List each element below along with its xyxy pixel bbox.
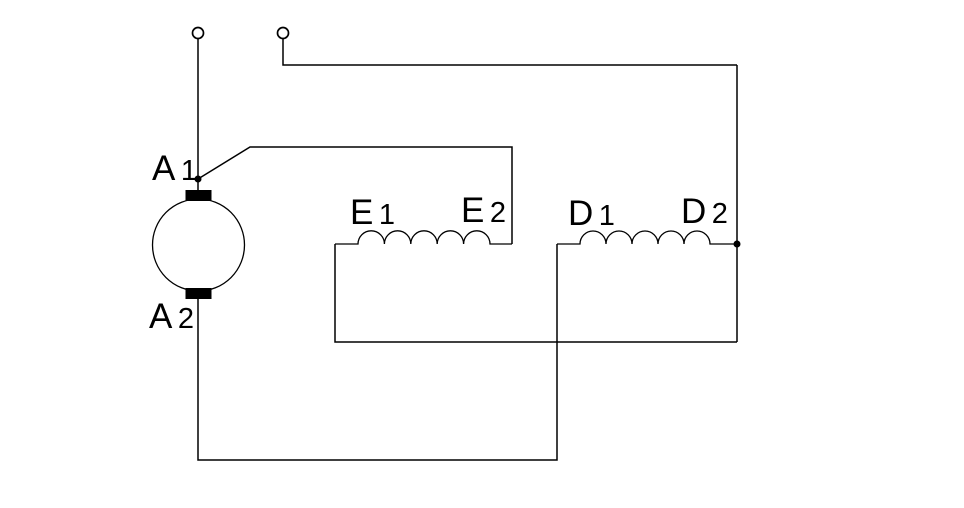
label-d1-digit: 1 bbox=[599, 200, 615, 232]
winding-e-coil bbox=[335, 230, 512, 245]
wires bbox=[197, 38, 738, 461]
brush-top bbox=[185, 190, 212, 201]
junction-dots bbox=[194, 175, 741, 248]
junction-dot-a1 bbox=[194, 175, 202, 183]
label-a2-letter: A bbox=[149, 297, 173, 336]
label-a1: A 1 bbox=[152, 149, 197, 188]
label-e1-digit: 1 bbox=[379, 199, 395, 231]
label-a1-letter: A bbox=[152, 149, 176, 188]
label-a2: A 2 bbox=[149, 297, 194, 336]
label-d2: D 2 bbox=[681, 192, 728, 231]
wire-a1-to-e2 bbox=[197, 146, 513, 244]
label-d2-digit: 2 bbox=[712, 198, 728, 230]
terminal-right-circle bbox=[276, 26, 290, 40]
wire-d1-bottom-loop-to-a2 bbox=[197, 244, 558, 461]
coil-d bbox=[557, 230, 737, 245]
brush-bottom bbox=[185, 288, 212, 299]
label-e1-letter: E bbox=[350, 193, 373, 232]
label-d2-letter: D bbox=[681, 192, 706, 231]
label-a1-digit: 1 bbox=[181, 155, 197, 187]
wire-terminal-right-to-d2 bbox=[282, 38, 737, 66]
terminal-left-circle bbox=[191, 26, 205, 40]
supply-terminals bbox=[191, 26, 290, 40]
label-e2: E 2 bbox=[461, 191, 506, 230]
armature-symbol bbox=[151, 190, 246, 299]
coil-e bbox=[335, 230, 512, 245]
label-e1: E 1 bbox=[350, 193, 395, 232]
terminal-labels: A 1 A 2 E 1 E 2 D 1 D 2 bbox=[149, 149, 728, 336]
wire-e1-return bbox=[334, 244, 737, 343]
junction-dot-d2 bbox=[733, 240, 741, 248]
armature-circle bbox=[151, 198, 246, 292]
label-a2-digit: 2 bbox=[178, 303, 194, 335]
winding-d-coil bbox=[557, 230, 737, 245]
label-e2-digit: 2 bbox=[490, 197, 506, 229]
label-e2-letter: E bbox=[461, 191, 484, 230]
label-d1-letter: D bbox=[568, 194, 593, 233]
label-d1: D 1 bbox=[568, 194, 615, 233]
